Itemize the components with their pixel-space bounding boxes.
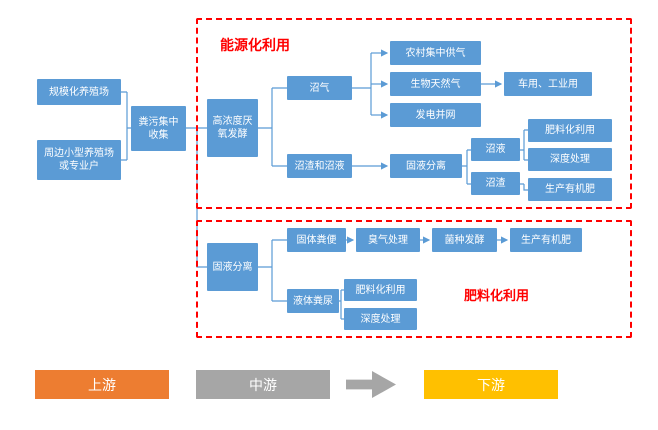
- node-anaerobic-fermentation: 高浓度厌氧发酵: [207, 99, 258, 157]
- legend-downstream: 下游: [424, 370, 558, 399]
- node-manure-collection: 粪污集中收集: [131, 106, 186, 151]
- node-deep-treatment-top: 深度处理: [528, 148, 612, 171]
- node-solid-liquid-separation-bottom: 固液分离: [207, 243, 258, 291]
- node-power-generation-grid: 发电并网: [390, 103, 481, 127]
- node-residue-and-slurry: 沼渣和沼液: [287, 154, 352, 178]
- node-bio-natural-gas: 生物天然气: [390, 72, 481, 96]
- node-solid-manure: 固体粪便: [287, 228, 346, 252]
- node-vehicle-industrial-use: 车用、工业用: [504, 72, 592, 96]
- node-fertilizer-use-bottom: 肥料化利用: [344, 279, 417, 301]
- node-strain-fermentation: 菌种发酵: [432, 228, 497, 252]
- node-residue: 沼渣: [471, 172, 520, 195]
- node-biogas: 沼气: [287, 76, 352, 100]
- node-organic-fertilizer-bottom: 生产有机肥: [510, 228, 582, 252]
- legend-midstream: 中游: [196, 370, 330, 399]
- node-deep-treatment-bottom: 深度处理: [344, 308, 417, 330]
- node-small-farms: 周边小型养殖场或专业户: [37, 140, 121, 180]
- node-slurry: 沼液: [471, 138, 520, 161]
- node-solid-liquid-separation-top: 固液分离: [390, 154, 462, 178]
- fertilizer-section-border: [196, 220, 632, 338]
- energy-section-label: 能源化利用: [220, 38, 290, 54]
- node-fertilizer-use-top: 肥料化利用: [528, 119, 612, 142]
- node-odor-treatment: 臭气处理: [356, 228, 420, 252]
- node-large-scale-farm: 规模化养殖场: [37, 79, 121, 105]
- node-liquid-manure: 液体粪尿: [287, 289, 339, 313]
- node-organic-fertilizer-top: 生产有机肥: [528, 178, 612, 201]
- energy-section-border: [196, 18, 632, 209]
- fertilizer-section-label: 肥料化利用: [464, 289, 530, 304]
- legend-upstream: 上游: [35, 370, 169, 399]
- node-rural-gas-supply: 农村集中供气: [390, 41, 481, 65]
